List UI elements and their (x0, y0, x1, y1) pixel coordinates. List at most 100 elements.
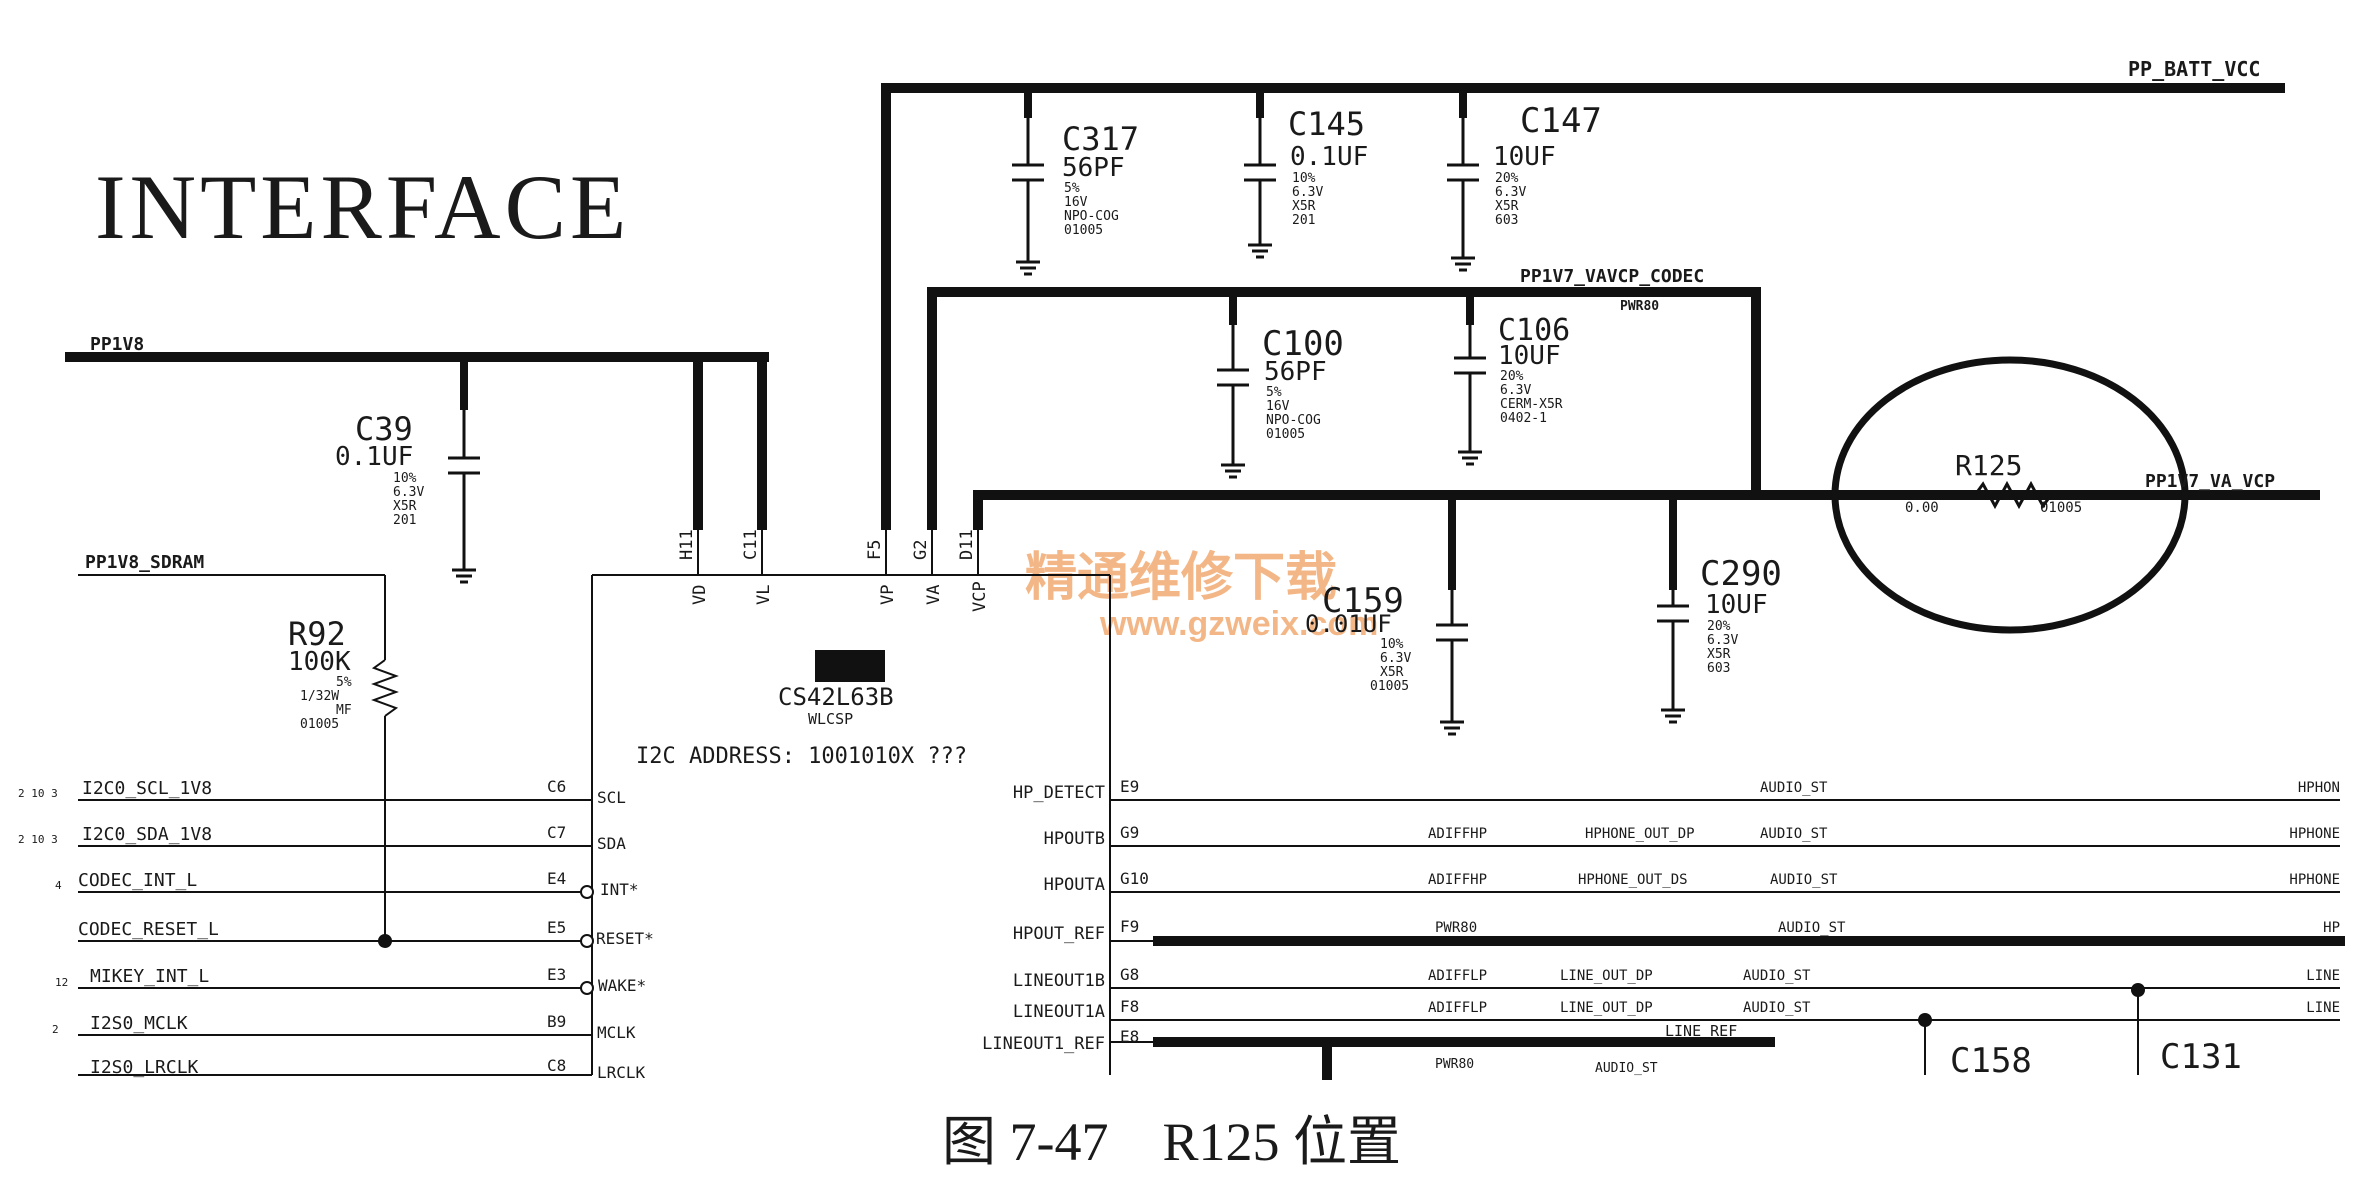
c147-spec-1: 20% (1495, 171, 1519, 186)
left-pin-reset: CODEC_RESET_L E5 RESET* (78, 918, 654, 948)
res-r92: R92 100K 5% 1/32W MF 01005 (288, 615, 352, 732)
c100-spec-2: 16V (1266, 399, 1290, 414)
r92-spec-4: 01005 (300, 717, 339, 732)
c100-spec-1: 5% (1266, 385, 1282, 400)
left-pin-scl: 2 10 3 I2C0_SCL_1V8 C6 SCL (18, 777, 626, 807)
c159-spec-1: 10% (1380, 637, 1404, 652)
c290-value: 10UF (1705, 590, 1768, 620)
cap-c145: C145 0.1UF 10% 6.3V X5R 201 (1288, 105, 1368, 228)
power-rails (65, 83, 2345, 1080)
cap-stubs (460, 88, 1677, 590)
right-pin-net: HPHONE_OUT_DS (1578, 872, 1688, 888)
c145-spec-2: 6.3V (1292, 185, 1323, 200)
figure-caption: 图 7-47 R125 位置 (942, 1112, 1401, 1172)
c39-spec-4: 201 (393, 513, 416, 528)
c106-spec-2: 6.3V (1500, 383, 1531, 398)
left-pin-ball: E5 (547, 918, 566, 937)
right-pin-name: HP_DETECT (1013, 783, 1105, 803)
right-pin-end: HPHONE (2289, 872, 2340, 888)
left-pin-net: I2C0_SDA_1V8 (82, 824, 212, 845)
right-pin-name: LINEOUT1_REF (982, 1034, 1105, 1054)
right-pin-name: HPOUT_REF (1013, 924, 1105, 944)
right-pin-hp-detect: HP_DETECT E9 AUDIO_ST HPHON (1013, 777, 2340, 803)
pin-ball-g2: G2 (911, 540, 931, 560)
c290-spec-3: X5R (1707, 647, 1731, 662)
right-pin-sig: AUDIO_ST (1743, 1000, 1811, 1016)
right-pin-tag: PWR80 (1435, 920, 1477, 936)
r125-highlight-circle (1831, 356, 2189, 634)
c100-value: 56PF (1264, 357, 1327, 387)
right-pin-ball: E9 (1120, 777, 1139, 796)
chip-left-pins: 2 10 3 I2C0_SCL_1V8 C6 SCL 2 10 3 I2C0_S… (18, 777, 654, 1082)
left-pin-ball: C6 (547, 777, 566, 796)
c159-value: 0.01UF (1305, 610, 1392, 638)
right-pin-name: HPOUTB (1044, 829, 1105, 849)
c100-ref: C100 (1262, 324, 1344, 364)
c147-spec-3: X5R (1495, 199, 1519, 214)
left-pin-name: WAKE* (598, 976, 646, 995)
c147-value: 10UF (1493, 142, 1556, 172)
left-pin-name: SDA (597, 834, 626, 853)
c39-value: 0.1UF (335, 442, 413, 472)
watermark: 精通维修下载 www.gzweix.com (1025, 549, 1378, 643)
c290-spec-1: 20% (1707, 619, 1731, 634)
cap-c290: C290 10UF 20% 6.3V X5R 603 (1700, 554, 1782, 676)
r125-value: 0.00 (1905, 500, 1939, 516)
pin-name-vcp: VCP (970, 581, 990, 612)
right-pin-ball: E8 (1120, 1027, 1139, 1046)
c317-ref: C317 (1062, 120, 1139, 158)
right-pin-end: HPHONE (2289, 826, 2340, 842)
left-pin-ref: 2 10 3 (18, 787, 58, 800)
right-pin-lineout1b: LINEOUT1B G8 ADIFFLP LINE_OUT_DP AUDIO_S… (1013, 965, 2340, 991)
right-pin-net: LINE_REF (1665, 1022, 1737, 1040)
right-pin-sig: AUDIO_ST (1760, 780, 1828, 796)
right-pin-name: LINEOUT1B (1013, 971, 1105, 991)
cap-c106: C106 10UF 20% 6.3V CERM-X5R 0402-1 (1498, 313, 1570, 426)
left-pin-ball: C8 (547, 1056, 566, 1075)
c317-value: 56PF (1062, 153, 1125, 183)
c106-spec-4: 0402-1 (1500, 411, 1547, 426)
r92-value: 100K (288, 647, 351, 677)
c145-spec-1: 10% (1292, 171, 1316, 186)
c100-spec-3: NPO-COG (1266, 413, 1321, 428)
left-pin-ball: C7 (547, 823, 566, 842)
c159-spec-3: X5R (1380, 665, 1404, 680)
c145-ref: C145 (1288, 105, 1365, 143)
right-pin-sig: AUDIO_ST (1743, 968, 1811, 984)
c131-ref: C131 (2160, 1037, 2242, 1077)
c290-spec-4: 603 (1707, 661, 1730, 676)
left-pin-name: LRCLK (597, 1063, 646, 1082)
right-pin-tag: ADIFFHP (1428, 826, 1487, 842)
res-r125: R125 0.00 01005 (1905, 449, 2082, 516)
c106-spec-1: 20% (1500, 369, 1524, 384)
left-pin-lrclk: I2S0_LRCLK C8 LRCLK (90, 1056, 646, 1082)
cap-c159: C159 0.01UF 10% 6.3V X5R 01005 (1305, 581, 1411, 694)
left-pin-name: RESET* (596, 929, 654, 948)
left-pin-ref: 2 (52, 1023, 59, 1036)
right-pin-sig: AUDIO_ST (1778, 920, 1846, 936)
right-pin-ball: F9 (1120, 917, 1139, 936)
right-pin-hpout-ref: HPOUT_REF F9 PWR80 AUDIO_ST HP (1013, 917, 2340, 944)
left-pin-sda: 2 10 3 I2C0_SDA_1V8 C7 SDA (18, 823, 626, 853)
c145-spec-4: 201 (1292, 213, 1315, 228)
c100-spec-4: 01005 (1266, 427, 1305, 442)
right-pin-ball: G9 (1120, 823, 1139, 842)
left-pin-int: 4 CODEC_INT_L E4 INT* (55, 869, 639, 899)
left-pin-net: CODEC_INT_L (78, 870, 197, 891)
c159-spec-2: 6.3V (1380, 651, 1411, 666)
right-pin-end: HP (2323, 920, 2340, 936)
c145-value: 0.1UF (1290, 142, 1368, 172)
c39-spec-3: X5R (393, 499, 417, 514)
chip-part-number: CS42L63B (778, 683, 894, 711)
left-pin-net: I2S0_LRCLK (90, 1057, 199, 1078)
left-pin-ball: B9 (547, 1012, 566, 1031)
c290-spec-2: 6.3V (1707, 633, 1738, 648)
left-pin-ref: 12 (55, 976, 68, 989)
left-pin-net: CODEC_RESET_L (78, 919, 219, 940)
pin-ball-d11: D11 (957, 529, 977, 560)
watermark-cn: 精通维修下载 (1025, 549, 1337, 607)
r92-spec-1: 5% (336, 675, 352, 690)
right-pin-end: LINE (2306, 968, 2340, 984)
rail-vavcp-label: PP1V7_VA_VCP (2145, 471, 2275, 492)
rail-codec-sub: PWR80 (1620, 299, 1659, 314)
